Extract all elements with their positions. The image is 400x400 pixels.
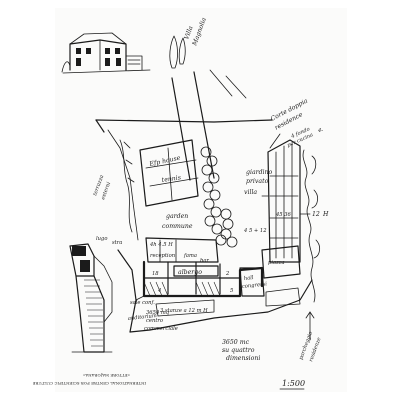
n4-label: 4 [157,288,161,294]
bar-label: bar [200,258,209,264]
garden-line1: garden [166,213,188,220]
giardino-privato-label: giardino privato villa [244,169,273,197]
building-elevation-sketch [61,32,151,74]
n12-label: 12 [312,211,320,218]
mq-line2: centro [146,318,163,324]
hall-line2: congressi [242,281,268,290]
villa-label: Villa [183,25,194,41]
auditorium-label: auditorium [128,313,158,322]
giardino-line1: giardino [246,169,273,176]
villa-magnolia-label: Villa Magnolia [183,16,208,47]
tennis-label: tennis [161,174,181,184]
reception-block: 4h 4.5 H reception fama [145,237,219,263]
site-boundary-lower: 3 stanze a 12 m H [117,249,313,333]
n2-label: 2 [225,271,229,277]
residence-tower-right: 45 36 12 H [267,139,329,263]
scale-label: 1:500 [282,379,305,388]
caption-line2: «ETTORE MAJORANA» [82,373,130,378]
park-label: 4 5 + 12 [243,228,267,234]
n4536-label: 45 36 [275,212,292,218]
hotel-h-label: H [322,211,329,218]
fama-label: fama [183,253,197,259]
piazza-block: piazza [261,245,301,307]
reception-label: reception [150,253,175,259]
stanze-label: 3 stanze a 12 m H [160,308,208,314]
piazza-label: piazza [268,260,285,266]
giardino-line2: privato [246,178,269,185]
roads [95,69,273,241]
giardino-line3: villa [244,189,257,196]
centro-commerciale-label: 3650 mq centro commerciale [144,310,178,332]
terrazza-zone: terrazza esterni [92,139,135,233]
mq-line3: commerciale [144,326,178,332]
n5-label: 5 [230,288,233,294]
lugo-label: lugo [96,236,107,242]
dimension-note: 3650 mc su quattro dimensioni [222,339,260,362]
garden-line2: commune [162,223,193,230]
caption-line1: INTERNATIONAL CENTRE FOR SCIENTIFIC CULT… [33,381,146,386]
left-labels: lugo stra sale conf. auditorium [96,236,157,322]
pianta-line2: su quattro [222,347,255,354]
hall-congressi: hall congressi [239,267,268,297]
h45-label: 4h 4.5 H [149,242,173,248]
tree-row-right [302,149,320,303]
scale-marker: 1:500 [279,379,305,390]
n18-label: 18 [152,271,159,277]
sale-conf-label: sale conf. [130,300,155,306]
magnolia-label: Magnolia [191,16,208,47]
tower-elevation-sketch [69,243,113,353]
caption-block: INTERNATIONAL CENTRE FOR SCIENTIFIC CULT… [33,373,146,386]
efp-house-label: Efp house [148,155,181,169]
albergo-label: albergo [178,269,202,276]
pianta-line3: dimensioni [226,355,260,362]
mq-line1: 3650 mq [146,310,170,316]
tree-row-top [169,35,186,69]
hall-line1: hall [244,275,255,282]
fondo-line3: 4- [317,128,323,134]
garden-commune-label: garden commune [162,213,193,230]
pianta-line1: 3650 mc [222,339,250,346]
tree-column [200,146,238,248]
stra-label: stra [112,240,122,246]
